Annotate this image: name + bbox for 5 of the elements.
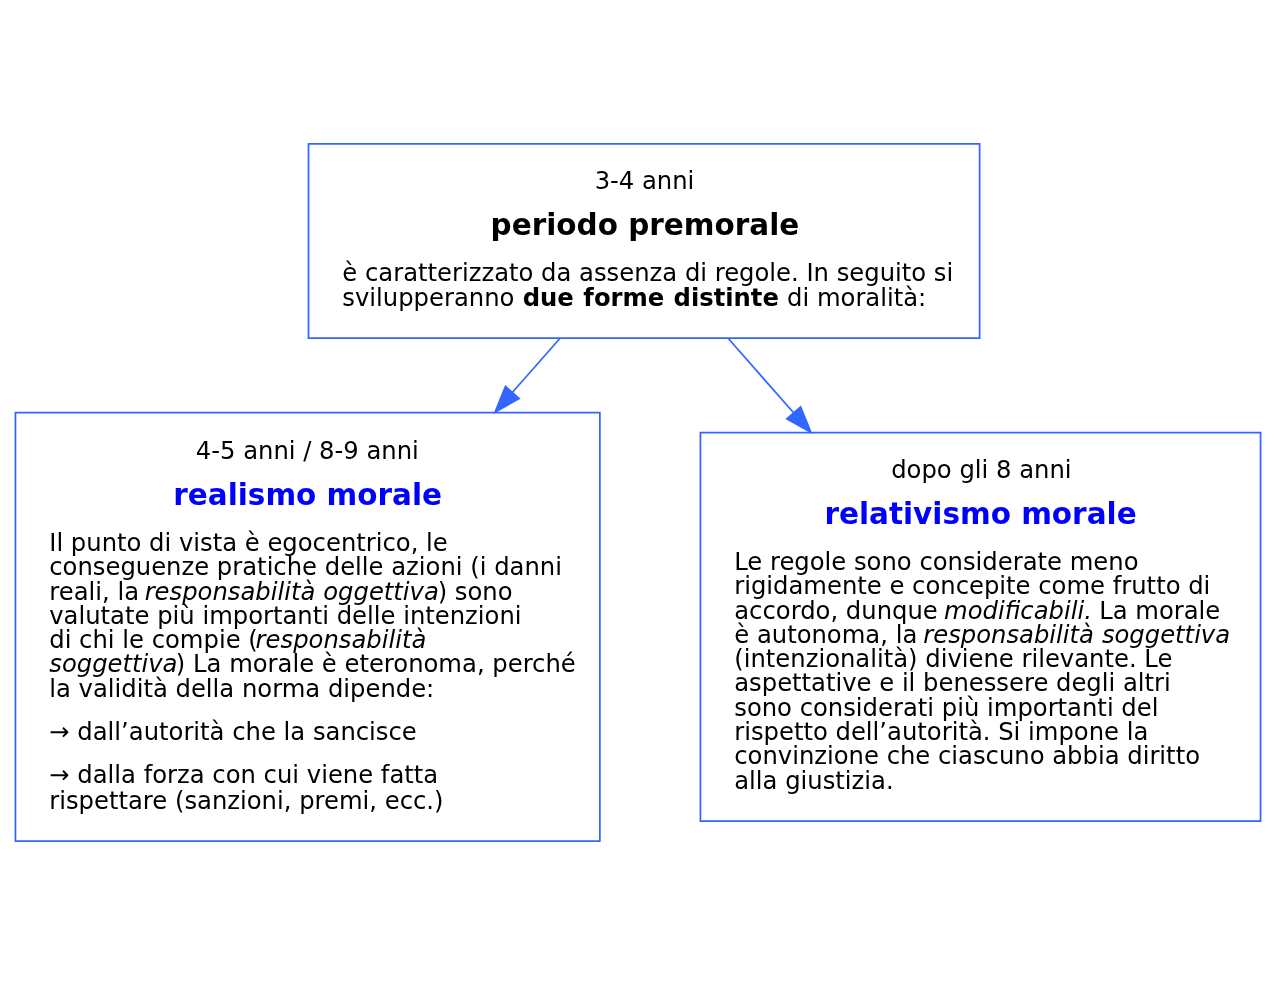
arrow — [727, 336, 813, 434]
node-box: 3-4 anni periodo premorale è caratterizzato da assenza di regole. In seguito si svilupperanno due forme distinte di moralità: — [307, 142, 981, 339]
arrow — [493, 336, 561, 414]
node-box: dopo gli 8 anni relativismo morale Le regole sono considerate meno rigidamente e concepite come frutto di accordo, dunque modificabili. La morale è autonoma, la responsabilità soggettiva (intenzionalità) diviene rilevante. Le aspettative e il benessere degli altri sono considerati più importanti del rispetto dell’autorità. Si impone la convinzione che ciascuno abbia diritto alla giustizia. — [699, 431, 1262, 822]
node-box: 4-5 anni / 8-9 anni realismo morale Il punto di vista è egocentrico, le conseguenze pratiche delle azioni (i danni reali, la responsabilità oggettiva) sono valutate più importanti delle intenzioni di chi le compie (responsabilità soggettiva) La morale è eteronoma, perché la validità della norma dipende: → dall’autorità che la sancisce → dalla forza con cui viene fatta rispettare (sanzioni, premi, ecc.) — [14, 411, 601, 842]
